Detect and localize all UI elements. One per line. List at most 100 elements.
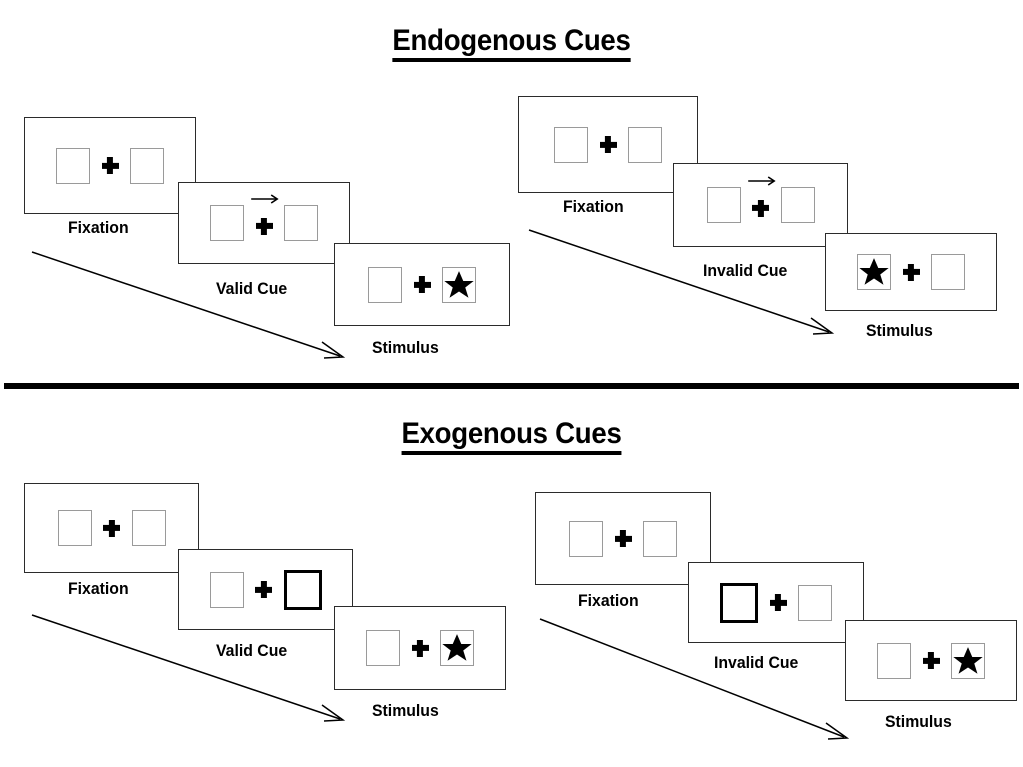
plus-icon [255,581,272,598]
right-box [951,642,985,679]
stimulus-row [210,194,318,243]
caption-endogenous-invalid-cue: Invalid Cue [703,261,788,280]
stimulus-row [368,265,476,305]
left-box [366,630,400,666]
right-box [284,205,318,241]
stimulus-row [209,569,322,610]
panel-exogenous-valid-stimulus [334,606,506,690]
fixation-cross-wrap [758,583,798,623]
caption-endogenous-valid-stimulus: Stimulus [372,338,439,357]
star-icon [441,631,473,665]
section-title-exogenous-text: Exogenous Cues [401,417,622,456]
panel-content [846,621,1016,700]
left-box [706,187,741,223]
right-box [931,254,965,290]
section-title-endogenous-text: Endogenous Cues [392,24,631,63]
panel-content [536,493,710,584]
section-title-endogenous: Endogenous Cues [41,24,982,63]
fixation-cross-wrap [400,628,440,668]
stimulus-row [569,519,677,559]
right-box [643,520,677,557]
fixation-cross-wrap [92,508,132,548]
right-box [798,584,832,621]
caption-endogenous-valid-cue: Valid Cue [216,279,288,298]
caption-exogenous-invalid-stimulus: Stimulus [885,712,952,731]
caption-exogenous-valid-cue: Valid Cue [216,641,288,660]
plus-icon [752,200,769,217]
fixation-cross-wrap [911,641,951,681]
panel-exogenous-invalid-fixation [535,492,711,585]
panel-content [335,244,509,325]
left-box [56,147,90,184]
stimulus-row [56,146,164,186]
caption-exogenous-invalid-fixation: Fixation [578,591,639,610]
panel-exogenous-valid-cue [178,549,353,630]
arrow-right-icon [747,175,777,187]
star-icon [952,644,984,678]
panel-endogenous-valid-cue [178,182,350,264]
panel-exogenous-valid-fixation [24,483,199,573]
time-arrow-icon-exogenous-valid [30,613,350,728]
panel-content [25,484,198,572]
stimulus-row [706,176,815,225]
left-box [877,642,911,679]
right-box [628,126,662,163]
fixation-cross-wrap [244,194,284,243]
panel-endogenous-invalid-stimulus [825,233,997,311]
plus-icon [903,264,920,281]
star-icon [858,255,890,289]
fixation-cross-wrap [891,252,931,292]
plus-icon [600,136,617,153]
panel-content [826,234,996,310]
left-box [57,510,92,546]
caption-endogenous-valid-fixation: Fixation [68,218,129,237]
panel-endogenous-valid-fixation [24,117,196,214]
section-title-exogenous: Exogenous Cues [41,417,982,456]
fixation-cross-wrap [588,125,628,165]
plus-icon [770,594,787,611]
left-box [857,254,891,290]
panel-content [179,550,352,629]
plus-icon [414,276,431,293]
fixation-cross-wrap [90,146,130,186]
panel-endogenous-invalid-fixation [518,96,698,193]
section-divider [4,383,1019,389]
plus-icon [103,520,120,537]
right-box [780,187,815,223]
time-arrow-icon-endogenous-valid [30,250,350,365]
panel-content [335,607,505,689]
plus-icon [412,640,429,657]
star-icon [443,268,475,302]
arrow-right-icon [250,193,280,205]
right-box [440,630,474,666]
plus-icon [102,157,119,174]
stimulus-row [554,125,662,165]
left-box [569,520,603,557]
panel-content [519,97,697,192]
panel-endogenous-valid-stimulus [334,243,510,326]
caption-endogenous-invalid-stimulus: Stimulus [866,321,933,340]
fixation-cross-wrap [244,570,284,610]
panel-exogenous-invalid-stimulus [845,620,1017,701]
right-box [131,510,166,546]
left-box [210,205,244,241]
plus-icon [923,652,940,669]
left-box [209,571,244,608]
left-box [720,582,758,623]
panel-content [674,164,847,246]
caption-endogenous-invalid-fixation: Fixation [563,197,624,216]
caption-exogenous-invalid-cue: Invalid Cue [714,653,799,672]
stimulus-row [366,628,474,668]
panel-content [689,563,863,642]
left-box [554,126,588,163]
plus-icon [256,218,273,235]
panel-endogenous-invalid-cue [673,163,848,247]
left-box [368,266,402,303]
fixation-cross-wrap [741,176,781,225]
stimulus-row [877,641,985,681]
fixation-cross-wrap [603,519,643,559]
plus-icon [615,530,632,547]
caption-exogenous-valid-stimulus: Stimulus [372,701,439,720]
right-box [130,147,164,184]
